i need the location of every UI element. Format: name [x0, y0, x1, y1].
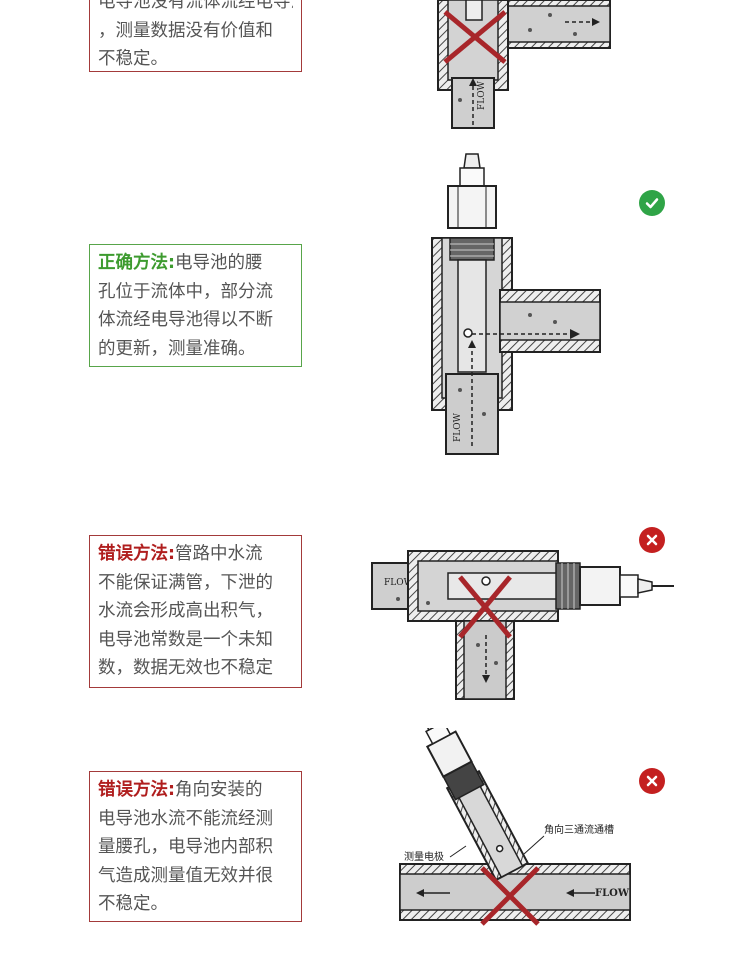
check-icon: [639, 190, 665, 216]
note-line: 管路中水流: [175, 544, 263, 564]
note-correct: 正确方法:电导池的腰 孔位于流体中，部分流 体流经电导池得以不断 的更新，测量准…: [89, 244, 302, 367]
note-title: 错误方法:: [98, 544, 175, 564]
note-error-1: 电导池没有流体流经电导池 ，测量数据没有价值和 不稳定。: [89, 0, 302, 72]
note-line: 电导池水流不能流经测: [98, 808, 273, 829]
note-line: 电导池的腰: [175, 253, 263, 273]
x-icon: [639, 768, 665, 794]
note-line: 水流会形成高出积气，: [98, 601, 273, 621]
note-line: ，测量数据没有价值和: [98, 20, 273, 41]
diagram-tee-horizontal: FLOW: [371, 550, 674, 700]
wrong-x-mark: [458, 575, 512, 639]
note-line: 电导池没有流体流经电导池: [98, 0, 293, 12]
diagram-tee-angled: FLOW 角向三通流通槽 测量电极: [399, 728, 631, 926]
note-line: 孔位于流体中，部分流: [98, 281, 273, 302]
note-title: 错误方法:: [98, 780, 175, 800]
flow-label: FLOW: [477, 80, 487, 110]
note-line: 角向安装的: [175, 780, 263, 800]
note-line: 量腰孔，电导池内部积: [98, 837, 273, 857]
angled-tee-label: 角向三通流通槽: [544, 823, 614, 836]
note-line: 不稳定。: [98, 894, 168, 914]
flow-label: FLOW: [595, 888, 630, 899]
x-icon: [639, 527, 665, 553]
wrong-x-mark: [443, 10, 507, 64]
note-line: 电导池常数是一个未知: [98, 629, 273, 650]
note-line: 体流经电导池得以不断: [98, 310, 273, 330]
diagram-tee-correct: FLOW: [431, 153, 601, 455]
note-title: 正确方法:: [98, 253, 175, 273]
note-error-horizontal: 错误方法:管路中水流 不能保证满管，下泄的 水流会形成高出积气， 电导池常数是一…: [89, 535, 302, 688]
flow-label: FLOW: [384, 578, 414, 588]
note-error-angled: 错误方法:角向安装的 电导池水流不能流经测 量腰孔，电导池内部积 气造成测量值无…: [89, 771, 302, 922]
wrong-x-mark: [480, 866, 540, 926]
diagram-tee-1: FLOW: [437, 0, 611, 129]
electrode-label: 测量电极: [404, 850, 444, 863]
note-line: 的更新，测量准确。: [98, 338, 256, 359]
note-line: 数，数据无效也不稳定: [98, 658, 273, 678]
note-line: 气造成测量值无效并很: [98, 865, 273, 886]
flow-label: FLOW: [453, 412, 463, 442]
note-line: 不稳定。: [98, 49, 168, 69]
note-line: 不能保证满管，下泄的: [98, 572, 273, 593]
